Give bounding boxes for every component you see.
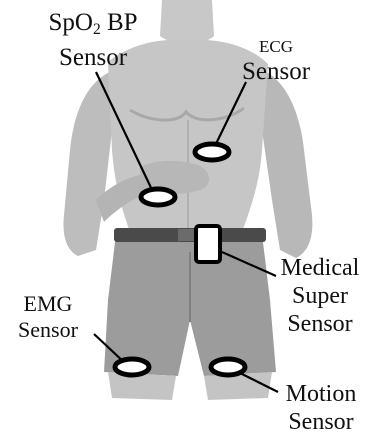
emg-label-line1: EMG — [6, 293, 90, 315]
emg-label: EMG Sensor — [6, 293, 90, 341]
medical-super-sensor — [196, 226, 220, 262]
right-arm — [262, 70, 312, 258]
medical-label-line1: Medical — [272, 256, 368, 280]
motion-label: Motion Sensor — [276, 382, 366, 434]
right-leg — [204, 372, 272, 400]
spo2-bp-label: SpO2 BP Sensor — [30, 10, 156, 70]
ecg-label: ECG Sensor — [232, 38, 320, 84]
spo2-bp-label-line2: Sensor — [30, 45, 156, 70]
ecg-sensor — [195, 144, 229, 160]
spo2-bp-label-line1: SpO2 BP — [30, 10, 156, 35]
motion-label-line1: Motion — [276, 382, 366, 406]
medical-label-line3: Sensor — [272, 312, 368, 336]
motion-label-line2: Sensor — [276, 410, 366, 434]
belt-buckle — [178, 229, 194, 241]
motion-sensor — [211, 359, 245, 375]
emg-sensor — [115, 359, 149, 375]
medical-super-sensor-label: Medical Super Sensor — [272, 256, 368, 336]
ecg-label-line1: ECG — [232, 38, 320, 55]
neck — [160, 0, 214, 44]
spo2-bp-sensor — [141, 189, 175, 205]
emg-label-line2: Sensor — [6, 319, 90, 341]
left-leg — [108, 372, 176, 400]
ecg-label-line2: Sensor — [232, 59, 320, 84]
medical-label-line2: Super — [272, 284, 368, 308]
left-arm — [64, 72, 112, 256]
